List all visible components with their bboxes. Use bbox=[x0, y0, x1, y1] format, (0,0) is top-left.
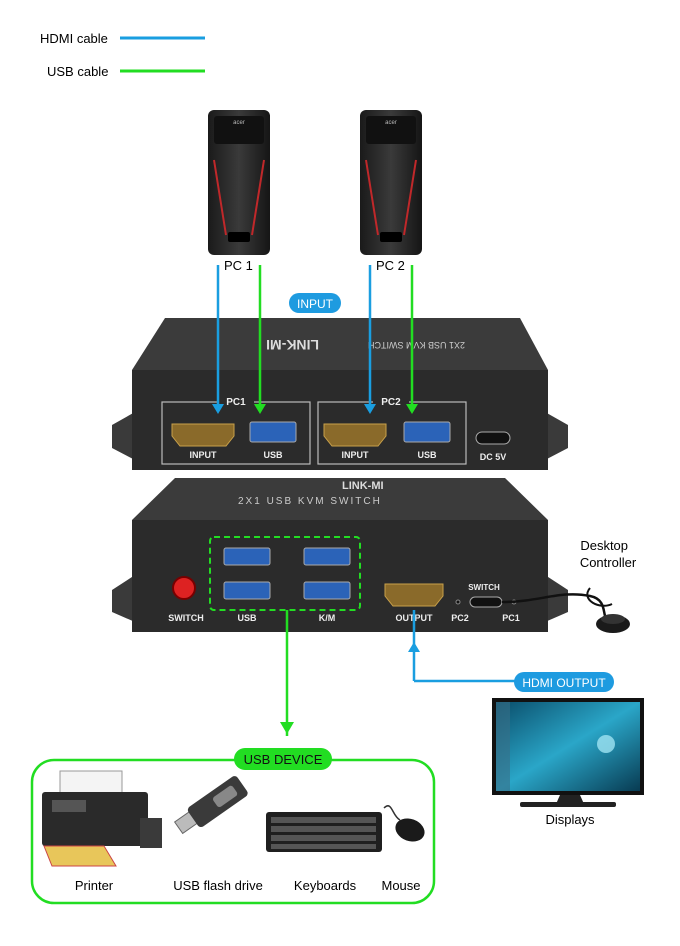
back-brand: LINK-MI bbox=[266, 337, 319, 353]
front-km-label: K/M bbox=[319, 613, 336, 623]
kvm-switch-back: LINK-MI 2X1 USB KVM SWITCH PC1 INPUT USB… bbox=[112, 318, 568, 470]
pc1-tower: acer bbox=[208, 110, 270, 255]
pc1-brand: acer bbox=[233, 120, 245, 126]
pc-cables bbox=[212, 265, 418, 414]
device-label-printer: Printer bbox=[75, 878, 114, 893]
printer-icon bbox=[42, 770, 162, 867]
back-power-label: DC 5V bbox=[480, 452, 507, 462]
pc2-tower: acer bbox=[360, 110, 422, 255]
pc2-brand: acer bbox=[385, 120, 397, 126]
desktop-controller-line1: Desktop bbox=[580, 538, 628, 553]
mouse-icon bbox=[383, 805, 425, 842]
keyboard-icon bbox=[266, 812, 382, 852]
desktop-controller: Desktop Controller bbox=[501, 538, 637, 633]
back-pc1-usb-label: USB bbox=[263, 450, 283, 460]
usb-device-group: USB DEVICE bbox=[30, 748, 436, 905]
legend: HDMI cable USB cable bbox=[40, 31, 205, 79]
display-monitor bbox=[492, 698, 644, 807]
input-badge: INPUT bbox=[289, 293, 341, 313]
displays-label: Displays bbox=[545, 812, 595, 827]
device-label-keyboard: Keyboards bbox=[294, 878, 357, 893]
front-led-pc2: PC2 bbox=[451, 613, 469, 623]
legend-hdmi-label: HDMI cable bbox=[40, 31, 108, 46]
hdmi-output-badge-label: HDMI OUTPUT bbox=[522, 676, 606, 690]
front-button-label: SWITCH bbox=[168, 613, 204, 623]
device-label-flash-drive: USB flash drive bbox=[173, 878, 263, 893]
front-led-pc1: PC1 bbox=[502, 613, 520, 623]
legend-usb-label: USB cable bbox=[47, 64, 108, 79]
hdmi-output-cable bbox=[408, 610, 518, 683]
back-pc1-hdmi-label: INPUT bbox=[190, 450, 218, 460]
switch-button bbox=[172, 576, 196, 600]
input-badge-label: INPUT bbox=[297, 297, 334, 311]
front-switch-port-label: SWITCH bbox=[468, 583, 500, 592]
usb-device-cable bbox=[280, 610, 294, 736]
device-label-mouse: Mouse bbox=[381, 878, 420, 893]
desktop-controller-line2: Controller bbox=[580, 555, 637, 570]
front-model: 2X1 USB KVM SWITCH bbox=[238, 496, 382, 507]
pc2-label: PC 2 bbox=[376, 258, 405, 273]
back-model: 2X1 USB KVM SWITCH bbox=[368, 340, 465, 350]
back-pc2-usb-label: USB bbox=[417, 450, 437, 460]
back-pc2-hdmi-label: INPUT bbox=[342, 450, 370, 460]
usb-device-badge-label: USB DEVICE bbox=[244, 752, 323, 767]
front-brand: LINK-MI bbox=[342, 480, 384, 492]
kvm-switch-front: LINK-MI 2X1 USB KVM SWITCH SWITCH USB K/… bbox=[112, 478, 568, 632]
desktop-controller-label: Desktop Controller bbox=[580, 538, 637, 570]
pc1-label: PC 1 bbox=[224, 258, 253, 273]
front-usb-label: USB bbox=[237, 613, 257, 623]
back-pc2-tag: PC2 bbox=[381, 397, 401, 408]
hdmi-output-badge: HDMI OUTPUT bbox=[514, 672, 614, 692]
back-pc1-tag: PC1 bbox=[226, 397, 246, 408]
usb-flash-drive-icon bbox=[173, 776, 248, 835]
